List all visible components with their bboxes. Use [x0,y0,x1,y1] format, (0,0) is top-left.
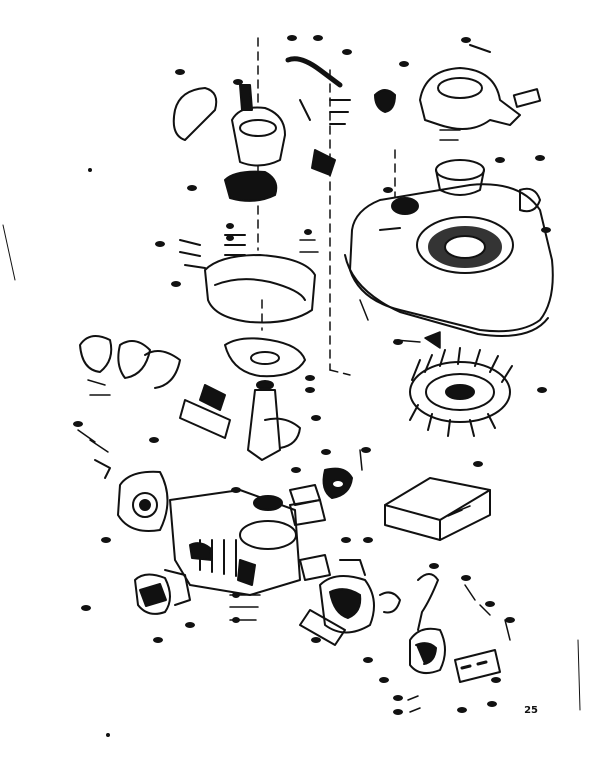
fuel-tank-plate [179,234,316,324]
flywheel [409,347,513,437]
carburetor [172,84,286,202]
page-number: 25 [524,705,538,716]
starter-cup [435,159,541,213]
part-callouts [73,35,551,715]
intake-adapter [134,569,191,615]
scan-marks [2,168,581,737]
air-filter-cover [419,44,542,130]
gasket-set-package [384,477,491,541]
fasteners [77,129,511,713]
governor-link [285,56,396,176]
muffler [94,459,169,532]
crankshaft [247,380,301,461]
recoil-starter [299,554,401,646]
ignition-module [409,573,501,683]
cylinder [169,489,301,596]
intake-gaskets [289,467,353,526]
crankcase-gasket [224,337,306,378]
reed-plate [79,335,231,439]
blower-housing [344,183,554,337]
